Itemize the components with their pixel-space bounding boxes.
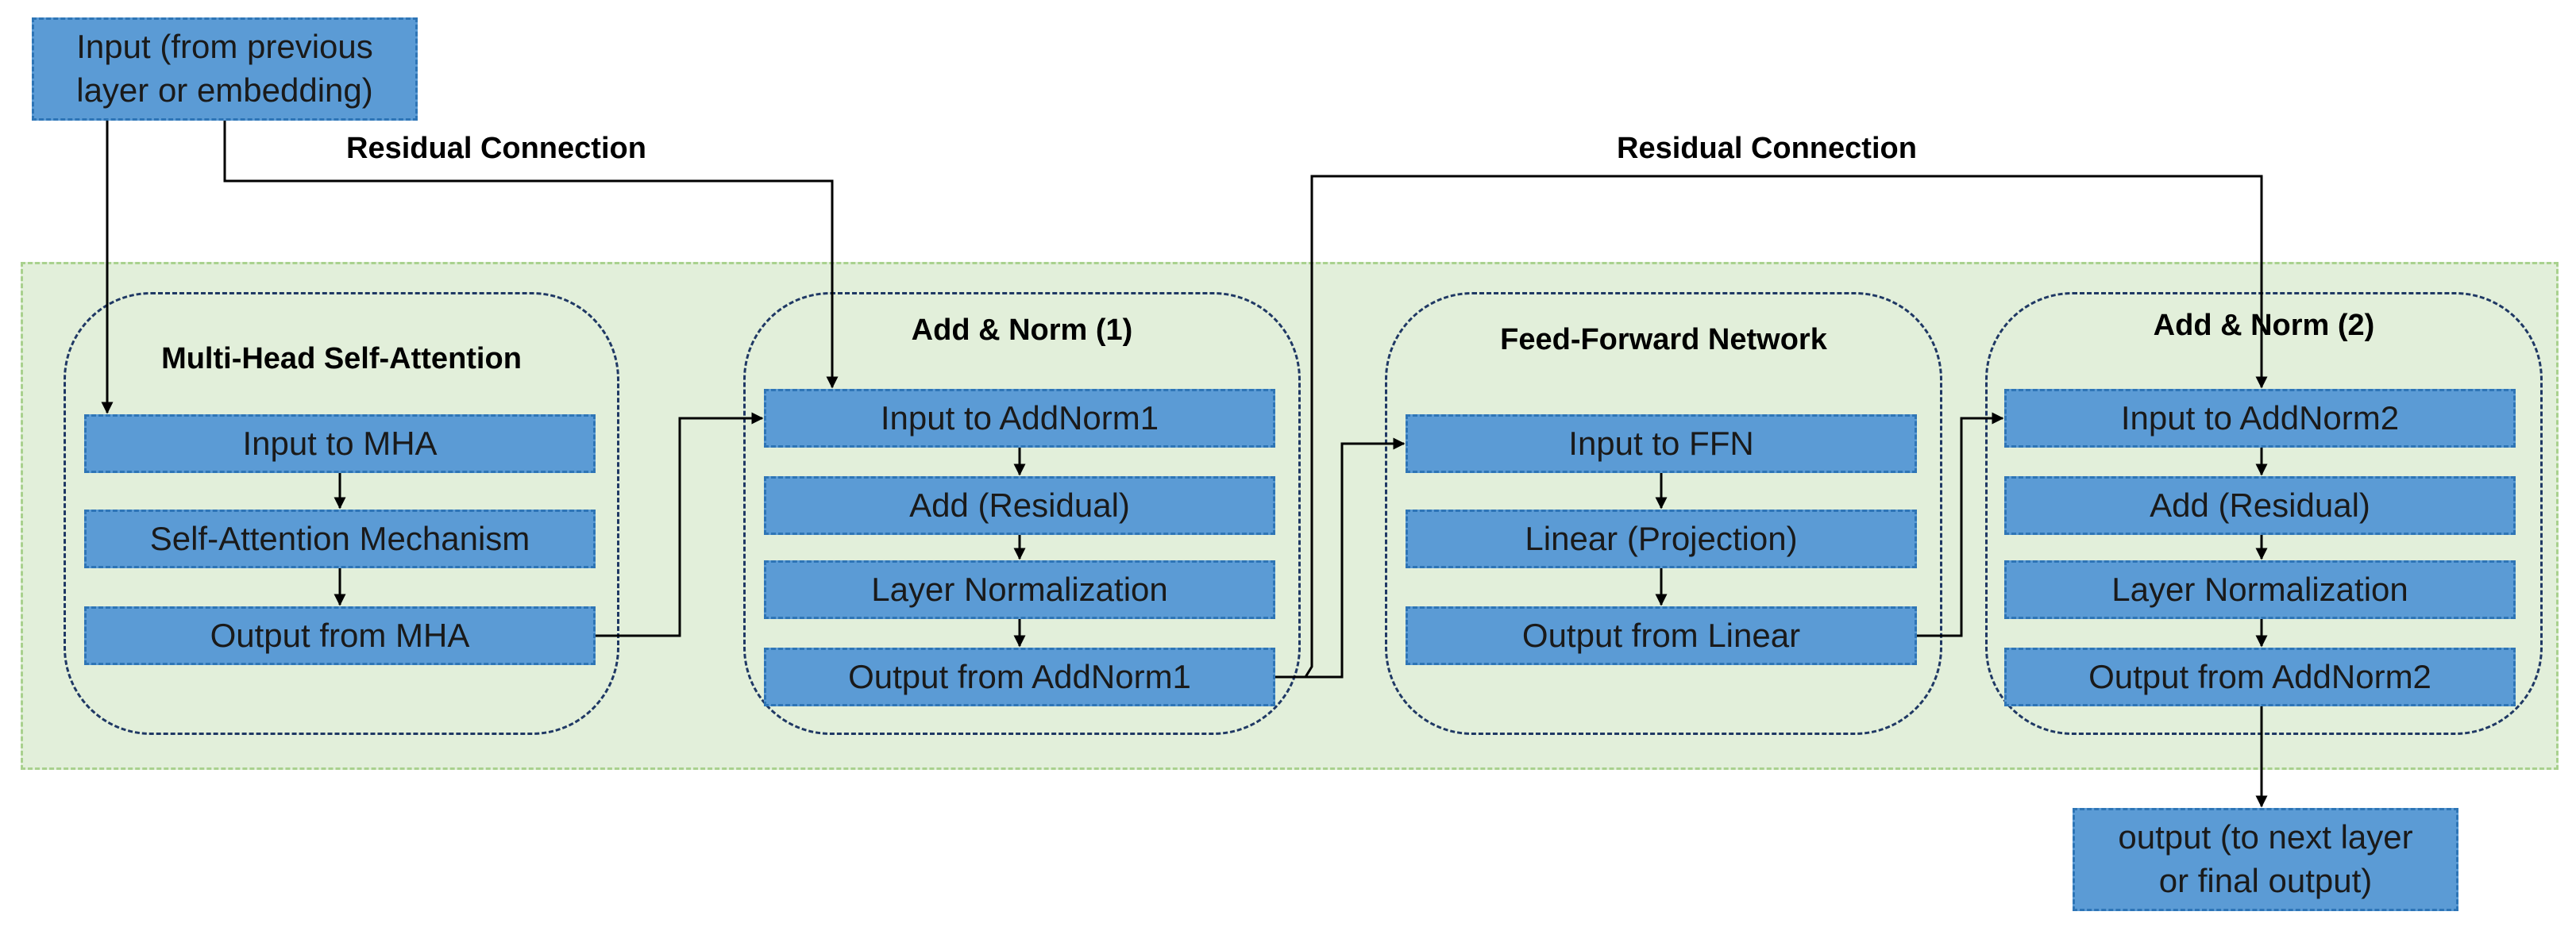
group-ffn: Feed-Forward Network	[1385, 292, 1942, 735]
ffn-linear-box: Linear (Projection)	[1406, 510, 1917, 568]
group-mha-title: Multi-Head Self-Attention	[161, 342, 522, 375]
group-addnorm1: Add & Norm (1)	[743, 292, 1301, 735]
addnorm2-output-box: Output from AddNorm2	[2004, 648, 2516, 706]
addnorm2-input-box: Input to AddNorm2	[2004, 389, 2516, 448]
group-addnorm1-title: Add & Norm (1)	[911, 313, 1133, 347]
addnorm2-layernorm-box: Layer Normalization	[2004, 560, 2516, 619]
residual-label-2: Residual Connection	[1617, 132, 1917, 165]
addnorm1-output-box: Output from AddNorm1	[764, 648, 1275, 706]
group-ffn-title: Feed-Forward Network	[1500, 323, 1827, 356]
mha-input-box: Input to MHA	[84, 414, 596, 473]
arrow-addnorm1-to-ffn	[1275, 437, 1406, 679]
addnorm1-add-box: Add (Residual)	[764, 476, 1275, 535]
ffn-input-box: Input to FFN	[1406, 414, 1917, 473]
mha-self-attention-box: Self-Attention Mechanism	[84, 510, 596, 568]
group-addnorm2-title: Add & Norm (2)	[2153, 309, 2375, 342]
arrow-mha-to-addnorm1	[596, 412, 764, 637]
residual-label-1: Residual Connection	[346, 132, 646, 165]
addnorm1-layernorm-box: Layer Normalization	[764, 560, 1275, 619]
arrow-residual-2	[1275, 175, 2268, 679]
mha-output-box: Output from MHA	[84, 606, 596, 665]
ffn-output-box: Output from Linear	[1406, 606, 1917, 665]
group-mha: Multi-Head Self-Attention	[64, 292, 619, 735]
addnorm2-add-box: Add (Residual)	[2004, 476, 2516, 535]
arrow-residual-1	[223, 121, 839, 389]
output-node: output (to next layer or final output)	[2073, 808, 2458, 911]
addnorm1-input-box: Input to AddNorm1	[764, 389, 1275, 448]
group-addnorm2: Add & Norm (2)	[1985, 292, 2543, 735]
arrow-ffn-to-addnorm2	[1917, 412, 2004, 637]
input-node: Input (from previous layer or embedding)	[32, 17, 418, 121]
